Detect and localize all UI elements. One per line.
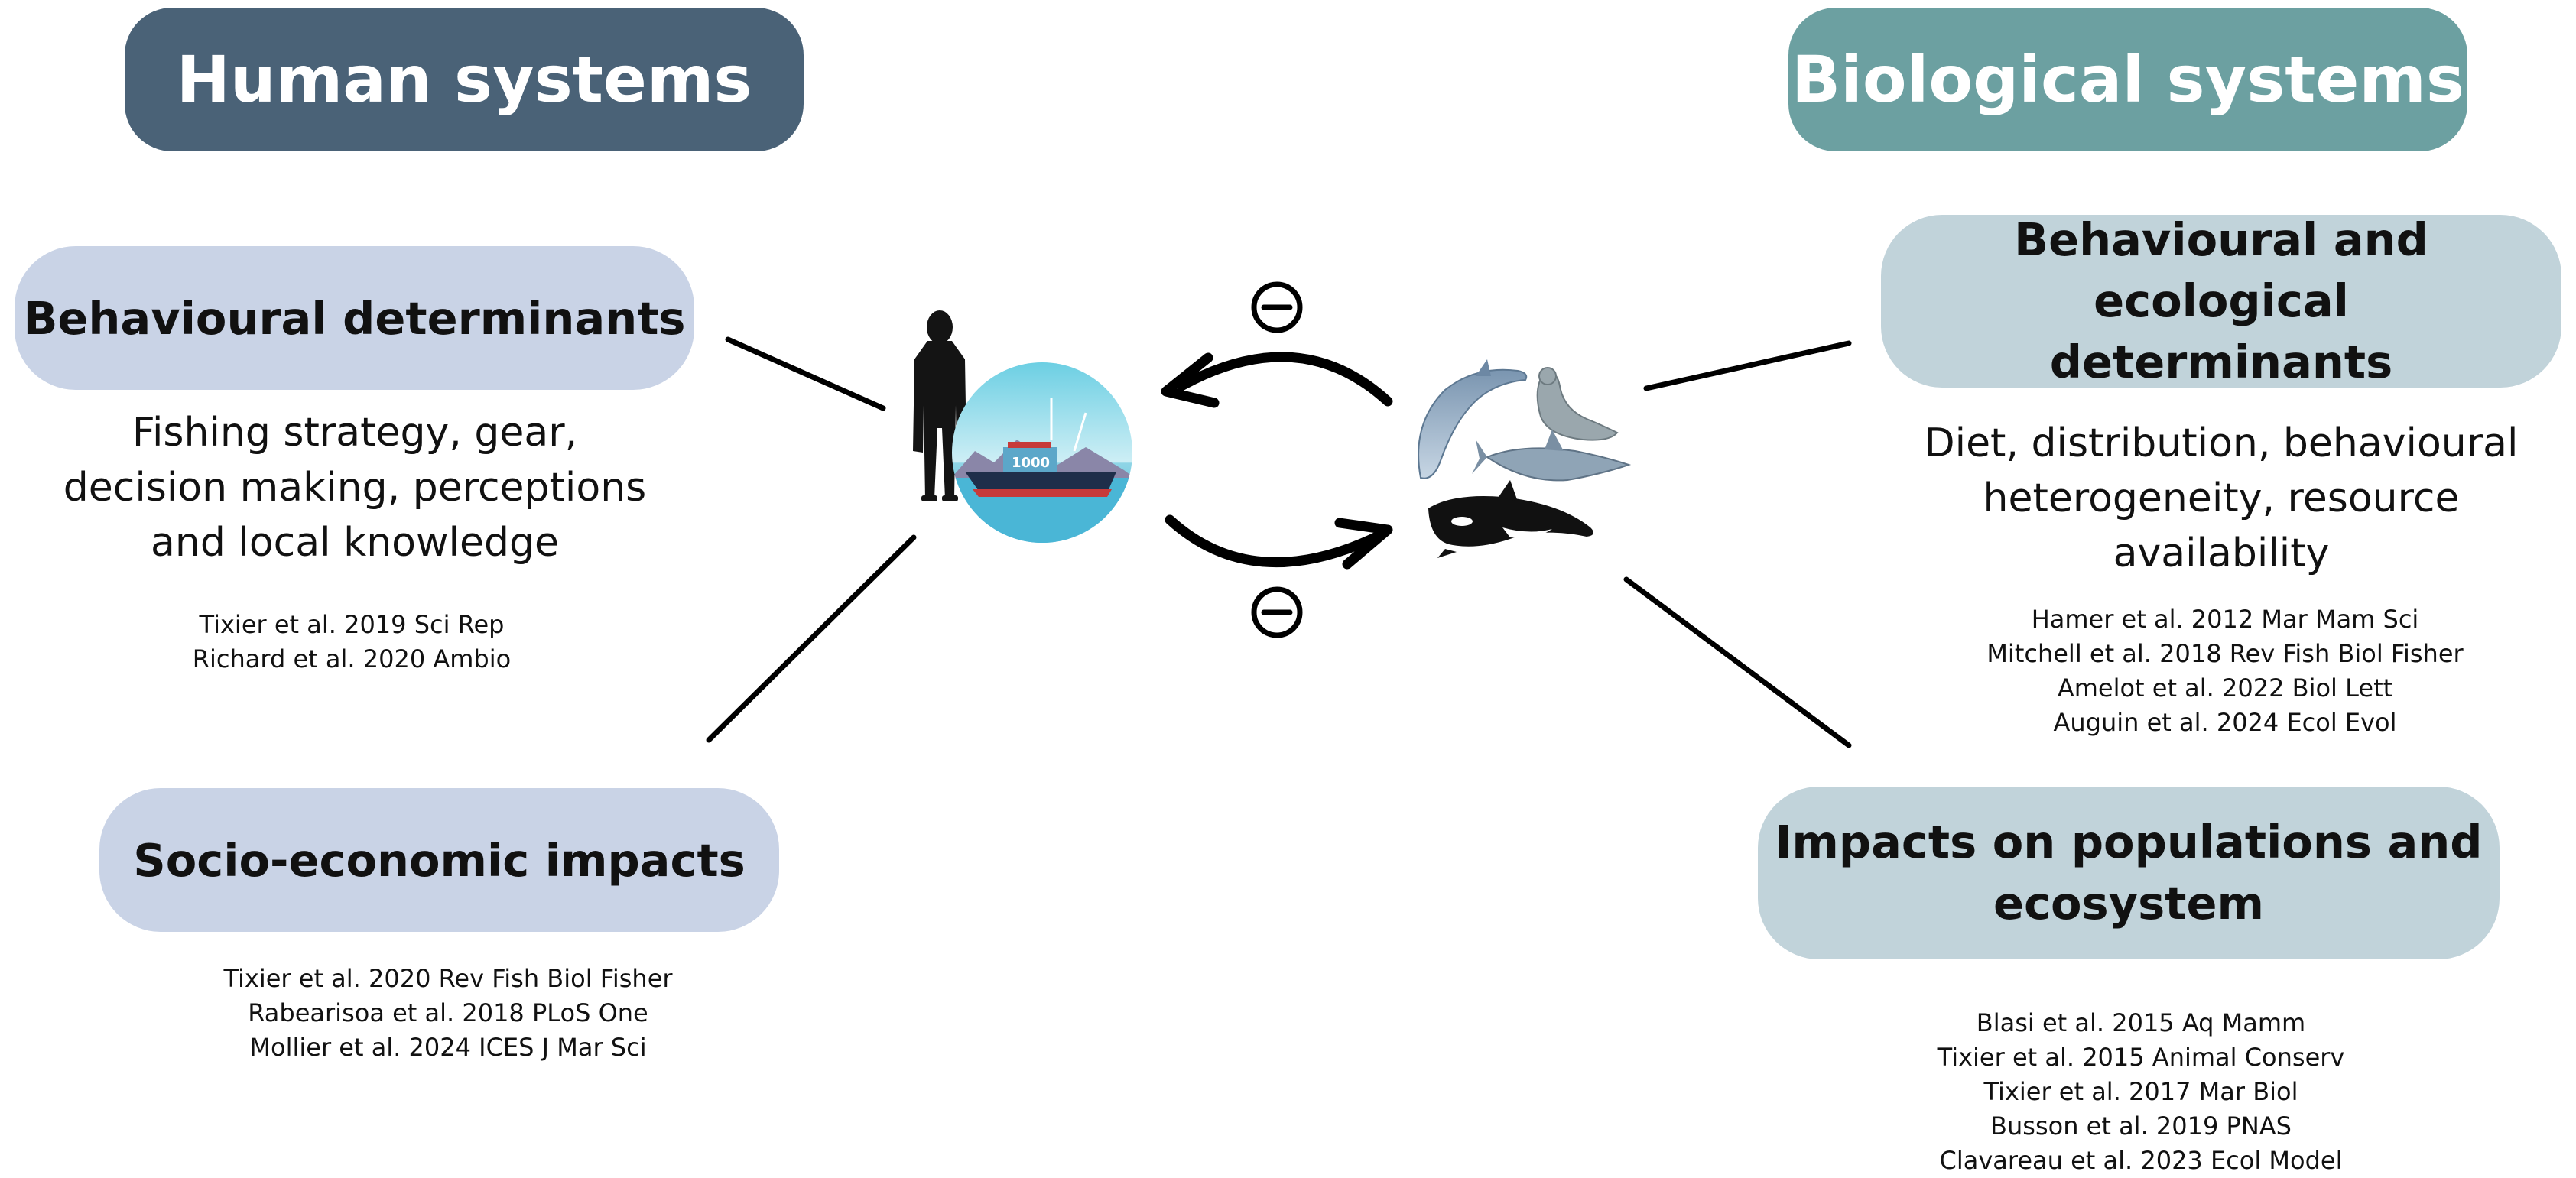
- top-arrow-head-icon: [1161, 352, 1220, 408]
- behavioural-determinants-title: Behavioural determinants: [23, 291, 686, 345]
- behavioural-determinants-box: Behavioural determinants: [15, 246, 694, 390]
- impacts-populations-ecosystem-references: Blasi et al. 2015 Aq Mamm Tixier et al. …: [1835, 1006, 2447, 1178]
- connector-line: [1623, 576, 1852, 748]
- connector-line: [706, 534, 917, 743]
- orca-icon: [1428, 480, 1593, 558]
- socio-economic-impacts-title: Socio-economic impacts: [133, 833, 746, 887]
- reference-item: Blasi et al. 2015 Aq Mamm: [1976, 1008, 2306, 1037]
- bottom-arrow-head-icon: [1334, 518, 1393, 570]
- socio-economic-impacts-references: Tixier et al. 2020 Rev Fish Biol Fisher …: [142, 962, 754, 1065]
- biological-systems-title: Biological systems: [1792, 42, 2464, 117]
- fishing-boat-icon: 1000: [952, 362, 1132, 543]
- dolphin-icon: [1418, 359, 1528, 479]
- reference-item: Auguin et al. 2024 Ecol Evol: [2053, 708, 2397, 737]
- connector-line: [1643, 340, 1852, 391]
- reference-item: Tixier et al. 2017 Mar Biol: [1983, 1077, 2298, 1106]
- bottom-curved-arrow: [1165, 514, 1385, 568]
- seal-icon: [1536, 367, 1619, 441]
- reference-item: Busson et al. 2019 PNAS: [1990, 1111, 2292, 1141]
- title-line: ecosystem: [1993, 877, 2264, 930]
- reference-item: Tixier et al. 2019 Sci Rep: [199, 610, 505, 639]
- reference-item: Tixier et al. 2015 Animal Conserv: [1937, 1043, 2345, 1072]
- negative-sign-icon: [1251, 281, 1303, 333]
- human-systems-header: Human systems: [125, 8, 804, 151]
- reference-item: Hamer et al. 2012 Mar Mam Sci: [2031, 605, 2419, 634]
- top-curved-arrow: [1176, 352, 1393, 407]
- behavioural-determinants-description: Fishing strategy, gear, decision making,…: [63, 410, 647, 566]
- title-line: Behavioural and ecological: [2014, 213, 2428, 327]
- behavioural-determinants-references: Tixier et al. 2019 Sci Rep Richard et al…: [122, 608, 581, 677]
- behavioural-ecological-determinants-title: Behavioural and ecological determinants: [1896, 209, 2546, 394]
- negative-sign-icon: [1251, 586, 1303, 638]
- reference-item: Richard et al. 2020 Ambio: [192, 644, 512, 673]
- behavioural-ecological-determinants-box: Behavioural and ecological determinants: [1881, 213, 2561, 388]
- human-systems-title: Human systems: [176, 42, 752, 117]
- behavioural-ecological-determinants-description: Diet, distribution, behavioural heteroge…: [1924, 420, 2519, 576]
- reference-item: Mollier et al. 2024 ICES J Mar Sci: [249, 1033, 647, 1062]
- reference-item: Clavareau et al. 2023 Ecol Model: [1939, 1146, 2343, 1175]
- biological-systems-header: Biological systems: [1788, 8, 2467, 151]
- reference-item: Mitchell et al. 2018 Rev Fish Biol Fishe…: [1986, 639, 2464, 668]
- connector-line: [725, 336, 886, 411]
- socio-economic-impacts-box: Socio-economic impacts: [99, 788, 779, 932]
- shark-icon: [1472, 430, 1632, 482]
- reference-item: Rabearisoa et al. 2018 PLoS One: [248, 998, 648, 1027]
- behavioural-ecological-determinants-references: Hamer et al. 2012 Mar Mam Sci Mitchell e…: [1919, 602, 2531, 740]
- reference-item: Amelot et al. 2022 Biol Lett: [2057, 673, 2393, 703]
- impacts-populations-ecosystem-box: Impacts on populations and ecosystem: [1758, 787, 2500, 959]
- reference-item: Tixier et al. 2020 Rev Fish Biol Fisher: [223, 964, 673, 993]
- title-line: determinants: [2049, 336, 2393, 389]
- impacts-populations-ecosystem-title: Impacts on populations and ecosystem: [1775, 812, 2482, 934]
- boat-sign-label: 1000: [1012, 455, 1050, 471]
- title-line: Impacts on populations and: [1775, 815, 2483, 868]
